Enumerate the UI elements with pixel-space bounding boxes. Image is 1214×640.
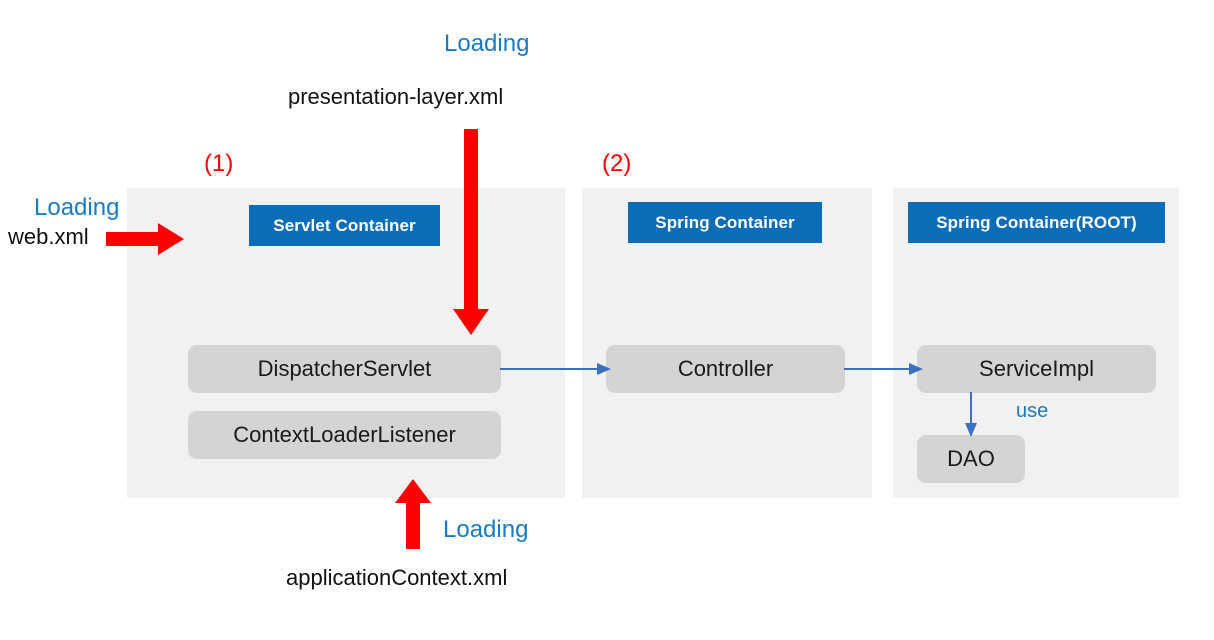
loading-label-left: Loading — [34, 194, 120, 221]
presentation-layer-xml-label: presentation-layer.xml — [288, 84, 504, 109]
blue-arrow-controller-to-serviceimpl — [844, 363, 923, 375]
loading-label-bottom: Loading — [443, 516, 529, 543]
header-spring-container: Spring Container — [628, 202, 822, 243]
box-service-impl: ServiceImpl — [917, 345, 1156, 393]
header-spring-container-root: Spring Container(ROOT) — [908, 202, 1165, 243]
web-xml-label: web.xml — [8, 224, 89, 249]
step-marker-2: (2) — [602, 150, 632, 177]
box-dispatcher-servlet: DispatcherServlet — [188, 345, 501, 393]
use-label: use — [1016, 400, 1049, 422]
red-arrow-web-xml — [106, 223, 184, 255]
application-context-xml-label: applicationContext.xml — [286, 565, 508, 590]
blue-arrow-serviceimpl-to-dao — [965, 392, 977, 437]
red-arrow-presentation-layer — [453, 129, 489, 335]
box-dao: DAO — [917, 435, 1025, 483]
header-servlet-container: Servlet Container — [249, 205, 440, 246]
loading-label-top: Loading — [444, 30, 530, 57]
blue-arrow-dispatcher-to-controller — [500, 363, 611, 375]
step-marker-1: (1) — [204, 150, 234, 177]
box-context-loader-listener: ContextLoaderListener — [188, 411, 501, 459]
box-controller: Controller — [606, 345, 845, 393]
red-arrow-application-context — [395, 479, 431, 549]
